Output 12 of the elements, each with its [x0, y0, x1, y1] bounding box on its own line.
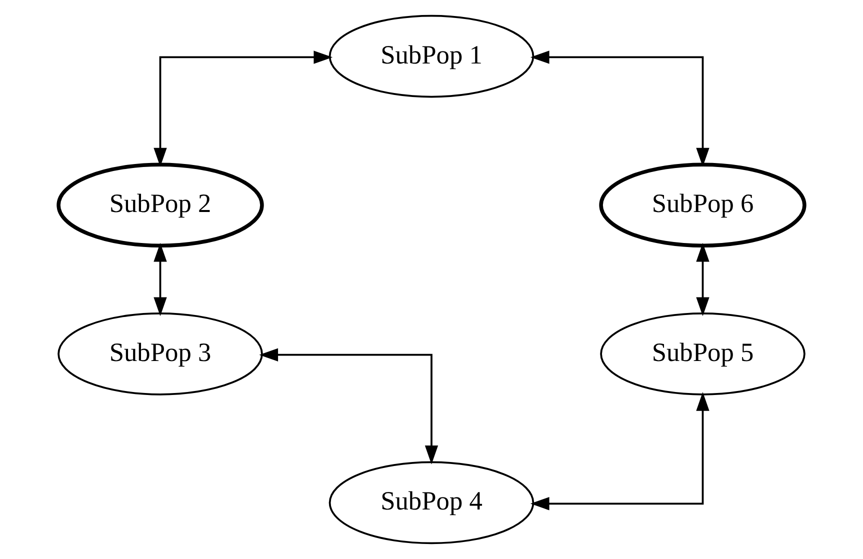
arrow [259, 348, 438, 464]
arrow [530, 392, 710, 510]
node-ellipse: SubPop 1 [328, 14, 534, 98]
node-ellipse: SubPop 2 [56, 162, 264, 248]
node-ellipse: SubPop 3 [58, 312, 263, 396]
arrow [154, 50, 333, 167]
node-ellipse: SubPop 6 [599, 162, 806, 248]
arrow [530, 50, 710, 167]
node-ellipse: SubPop 4 [328, 461, 534, 544]
arrow [154, 242, 167, 316]
arrow [696, 242, 710, 316]
node-ellipse: SubPop 5 [600, 312, 806, 396]
